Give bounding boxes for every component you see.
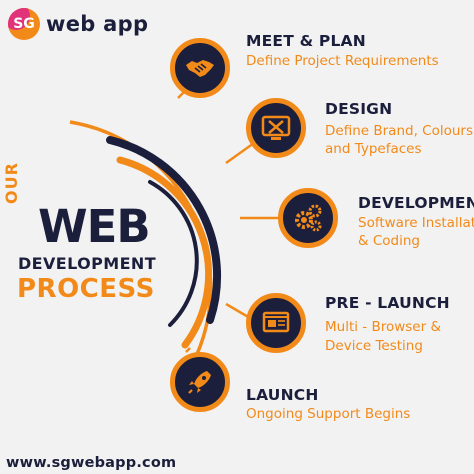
- step-2-badge: [246, 98, 306, 158]
- step-1-desc-line-1: Define Project Requirements: [246, 53, 439, 69]
- step-1-title: MEET & PLAN: [246, 32, 366, 50]
- navy-arc-2: [148, 180, 199, 327]
- navy-arc-1: [106, 136, 222, 324]
- step-3-desc-line-1: Software Installat: [358, 215, 474, 231]
- connector-2: [225, 141, 255, 165]
- step-3-desc-line-2: & Coding: [358, 233, 420, 249]
- handshake-icon: [186, 60, 214, 77]
- brand-name: web app: [46, 12, 149, 36]
- step-2-desc-line-2: and Typefaces: [325, 141, 422, 157]
- rocket-icon: [188, 371, 211, 394]
- title-our: OUR: [2, 162, 21, 204]
- gears-icon: [295, 204, 322, 232]
- title-development: DEVELOPMENT: [18, 254, 157, 273]
- step-5-desc-line-1: Ongoing Support Begins: [246, 406, 411, 422]
- title-process: PROCESS: [17, 274, 155, 304]
- connector-5: [185, 347, 191, 353]
- step-5-badge: [170, 352, 230, 412]
- step-3-badge: [278, 188, 338, 248]
- step-2-title: DESIGN: [325, 100, 393, 118]
- step-4-desc-line-2: Device Testing: [325, 338, 423, 354]
- step-5-title: LAUNCH: [246, 386, 319, 404]
- step-4-title: PRE - LAUNCH: [325, 294, 450, 312]
- browser-test-icon: [262, 311, 290, 333]
- title-web: WEB: [38, 200, 151, 253]
- orange-arc: [116, 156, 212, 349]
- step-3-title: DEVELOPMEN: [358, 194, 474, 212]
- step-4-desc-line-1: Multi - Browser &: [325, 319, 441, 335]
- step-1-badge: [170, 38, 230, 98]
- logo-mark-icon: SG: [8, 8, 40, 40]
- step-4-badge: [246, 293, 306, 353]
- footer-url[interactable]: www.sgwebapp.com: [6, 455, 177, 471]
- brand-logo[interactable]: SG web app: [8, 8, 148, 40]
- step-2-desc-line-1: Define Brand, Colours,: [325, 123, 474, 139]
- logo-letters: SG: [13, 16, 35, 32]
- design-tools-icon: [261, 115, 291, 140]
